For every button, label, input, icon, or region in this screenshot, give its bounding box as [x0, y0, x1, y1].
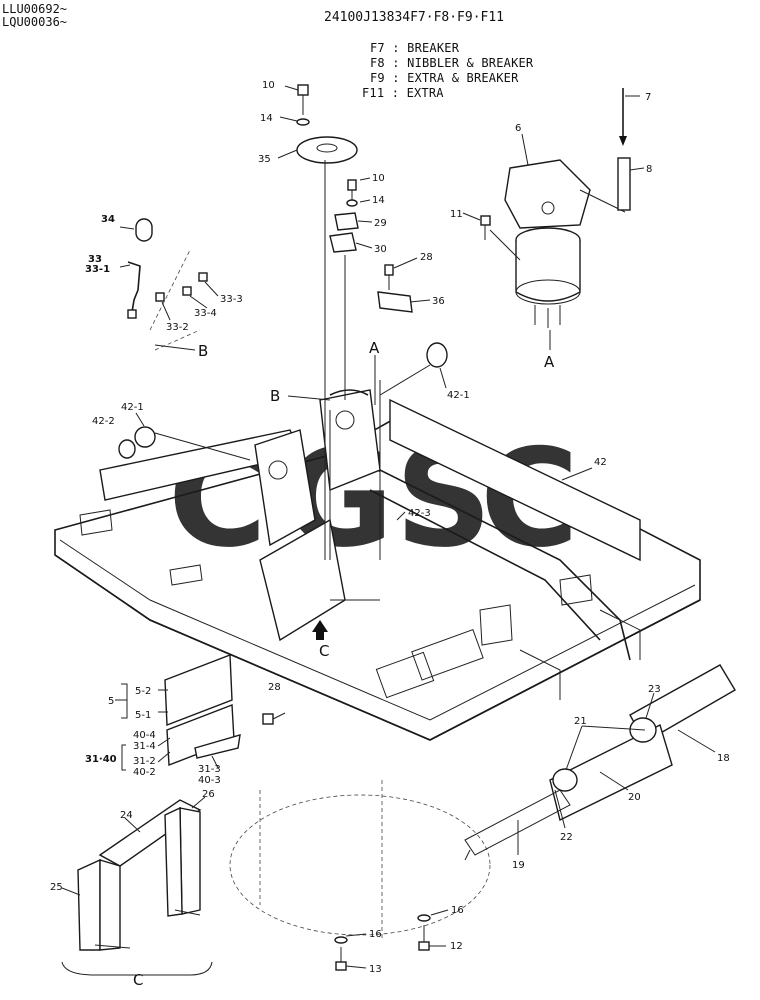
callout-33-3: 33-3	[220, 294, 243, 305]
callout-28: 28	[420, 252, 433, 263]
callout-19: 19	[512, 860, 525, 871]
legend-f8: F8 : NIBBLER & BREAKER	[370, 56, 534, 70]
swing-circle-outline	[229, 794, 491, 936]
callout-7: 7	[645, 92, 651, 103]
bracket-stack-29-30-36	[329, 179, 413, 400]
legend-code: F11	[362, 86, 385, 100]
callout-26: 26	[202, 789, 215, 800]
callout-6: 6	[515, 123, 521, 134]
callout-33-1: 33-1	[85, 264, 110, 275]
callout-29: 29	[374, 218, 387, 229]
bushings-42-1-42-2	[118, 342, 448, 461]
callout-10b: 10	[372, 173, 385, 184]
legend-text: EXTRA & BREAKER	[407, 71, 519, 85]
callout-42-2: 42-2	[92, 416, 115, 427]
callout-16-right: 16	[451, 905, 464, 916]
legend-code: F8	[370, 56, 385, 70]
swing-motor-assembly-6	[480, 88, 631, 328]
callout-25: 25	[50, 882, 63, 893]
callout-C-frame: C	[319, 642, 329, 660]
callout-40-3: 40-3	[198, 775, 221, 786]
revolving-frame-42	[54, 380, 701, 741]
callout-42-1-right: 42-1	[447, 390, 470, 401]
legend-code: F7	[370, 41, 385, 55]
callout-24: 24	[120, 810, 133, 821]
leader-lines	[61, 85, 716, 969]
callout-42: 42	[594, 457, 607, 468]
callout-8: 8	[646, 164, 652, 175]
legend-f11: F11 : EXTRA	[362, 86, 444, 100]
callout-35: 35	[258, 154, 271, 165]
stand-24-25-26	[61, 799, 213, 976]
callout-14b: 14	[372, 195, 385, 206]
serial-range-2: LQU00036~	[2, 15, 68, 29]
cover-plates-5-31-40	[164, 653, 286, 766]
callout-33: 33	[88, 254, 102, 265]
group-code: 24100J13834F7·F8·F9·F11	[324, 10, 505, 25]
callout-12: 12	[450, 941, 463, 952]
callout-33-2: 33-2	[166, 322, 189, 333]
legend-text: EXTRA	[406, 86, 444, 100]
callout-16-left: 16	[369, 929, 382, 940]
callout-21: 21	[574, 716, 587, 727]
callout-30: 30	[374, 244, 387, 255]
callout-36: 36	[432, 296, 445, 307]
callout-14: 14	[260, 113, 273, 124]
callout-13: 13	[369, 964, 382, 975]
callout-5-2: 5-2	[135, 686, 151, 697]
callout-22: 22	[560, 832, 573, 843]
callout-11: 11	[450, 209, 463, 220]
callout-B-clamp: B	[198, 342, 208, 360]
clamp-group-33	[127, 218, 208, 351]
legend-f7: F7 : BREAKER	[370, 41, 460, 55]
callout-31-4: 31-4	[133, 741, 156, 752]
callout-42-3: 42-3	[408, 508, 431, 519]
callout-33-4: 33-4	[194, 308, 217, 319]
callout-C-stand: C	[133, 971, 143, 989]
shaft-assembly-18-23	[464, 664, 736, 861]
callout-23: 23	[648, 684, 661, 695]
callout-42-1-left: 42-1	[121, 402, 144, 413]
callout-20: 20	[628, 792, 641, 803]
callout-31-2: 31-2	[133, 756, 156, 767]
bolts-12-13-16	[334, 914, 431, 971]
legend-text: NIBBLER & BREAKER	[407, 56, 534, 70]
callout-40-2: 40-2	[133, 767, 156, 778]
legend-code: F9	[370, 71, 385, 85]
callout-31-3: 31-3	[198, 764, 221, 775]
callout-5-1: 5-1	[135, 710, 151, 721]
legend-text: BREAKER	[407, 41, 460, 55]
callout-34: 34	[101, 214, 115, 225]
legend-f9: F9 : EXTRA & BREAKER	[370, 71, 519, 85]
callout-40-4: 40-4	[133, 730, 156, 741]
serial-range-1: LLU00692~	[2, 2, 68, 16]
callout-A-frame: A	[369, 339, 380, 357]
callout-18: 18	[717, 753, 730, 764]
callout-labels: 10 14 35 10 14 29 30 28 36 6 7 8 11 A A …	[50, 80, 730, 989]
callout-28b: 28	[268, 682, 281, 693]
callout-10: 10	[262, 80, 275, 91]
callout-5: 5	[108, 696, 114, 707]
callout-B-frame: B	[270, 387, 280, 405]
callout-A-motor: A	[544, 353, 555, 371]
callout-31-40: 31·40	[85, 754, 117, 765]
